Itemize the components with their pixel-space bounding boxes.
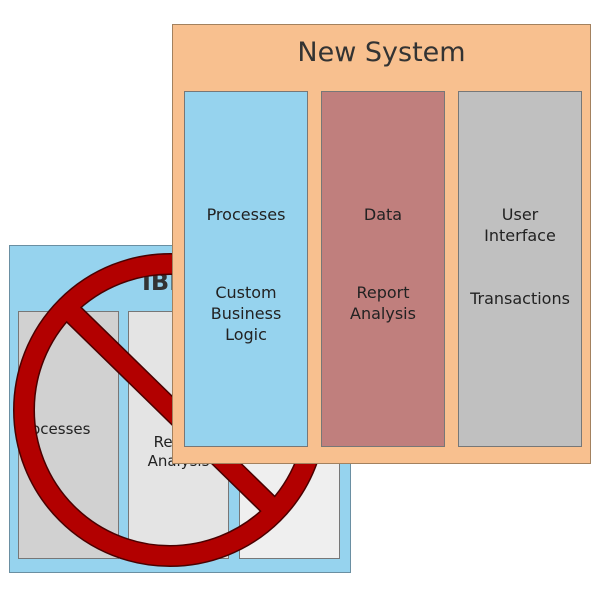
- new-logic-label: Logic: [225, 325, 267, 344]
- new-custom-label: Custom: [215, 283, 277, 302]
- new-business-label: Business: [210, 304, 282, 323]
- old-processes-column: Processes: [17, 311, 119, 559]
- new-processes-label: Processes: [206, 205, 286, 224]
- new-user-label: User: [501, 205, 539, 224]
- new-system-title: New System: [297, 37, 466, 68]
- new-ui-column: User Interface Transactions: [458, 91, 582, 447]
- new-system-box: New System Processes Custom Business Log…: [172, 24, 591, 464]
- new-processes-column: Processes Custom Business Logic: [184, 91, 308, 447]
- new-transactions-label: Transactions: [470, 289, 570, 308]
- new-data-label: Data: [363, 205, 403, 224]
- old-processes-label: Processes: [16, 420, 91, 438]
- new-interface-label: Interface: [484, 226, 556, 245]
- new-analysis-label: Analysis: [350, 304, 416, 323]
- new-data-column: Data Report Analysis: [321, 91, 445, 447]
- new-report-label: Report: [356, 283, 410, 302]
